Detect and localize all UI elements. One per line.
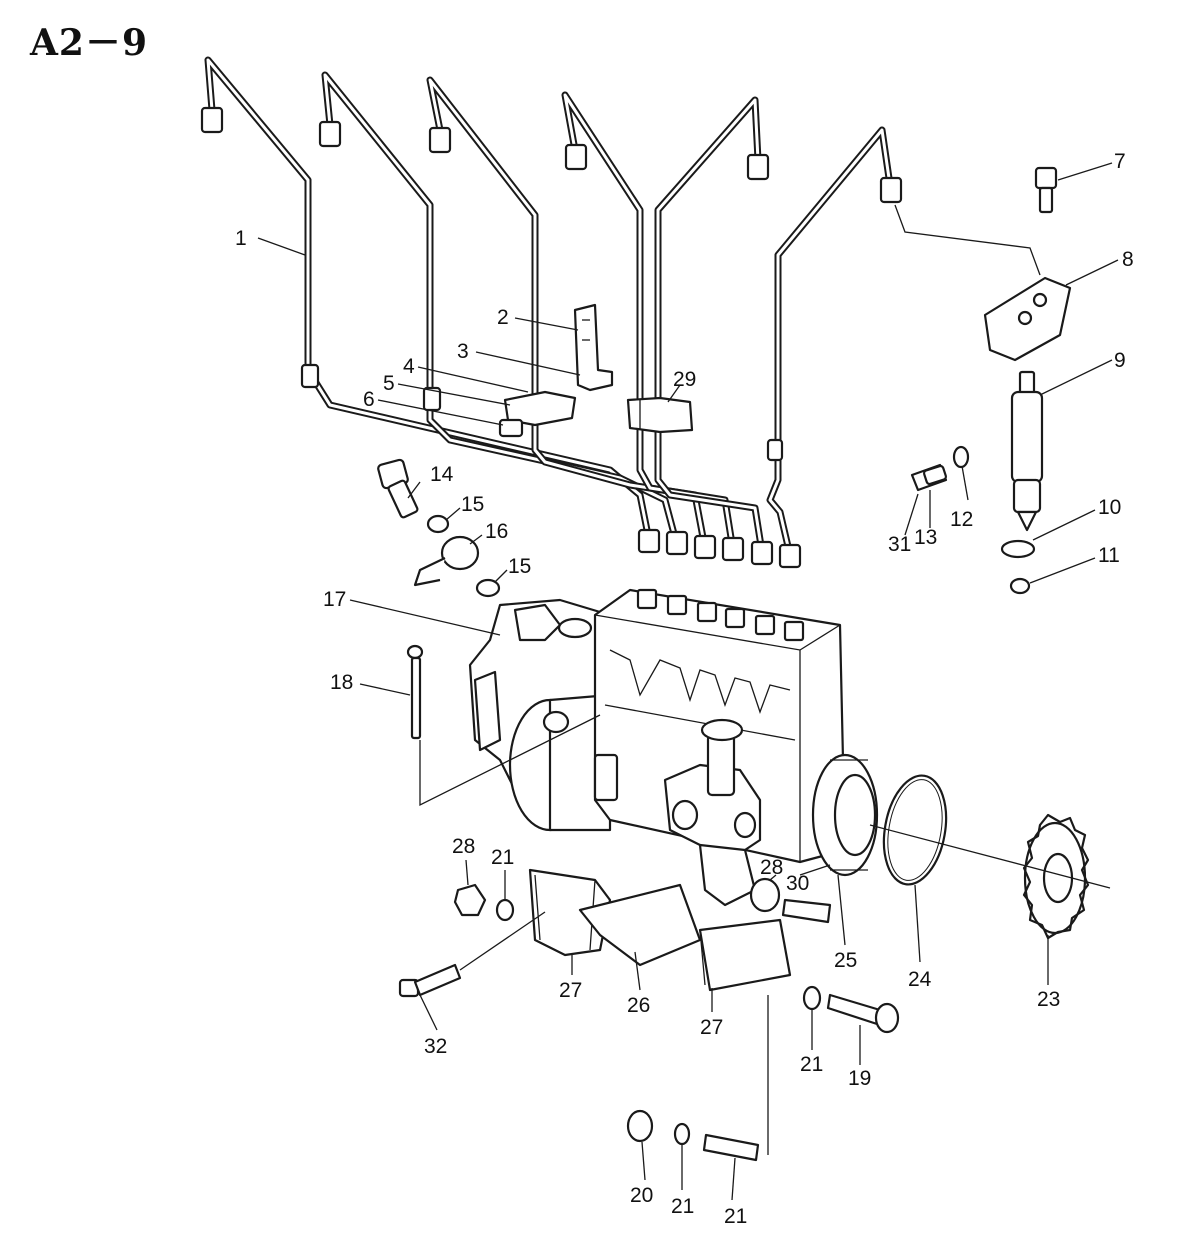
callout-17: 17 bbox=[323, 588, 346, 611]
callout-10: 10 bbox=[1098, 496, 1121, 519]
callout-32: 32 bbox=[424, 1035, 447, 1058]
callout-21b: 21 bbox=[800, 1053, 823, 1076]
callout-23: 23 bbox=[1037, 988, 1060, 1011]
callout-31: 31 bbox=[888, 533, 911, 556]
banjo-connection bbox=[377, 458, 501, 598]
callout-21c: 21 bbox=[671, 1195, 694, 1218]
callout-14: 14 bbox=[430, 463, 454, 486]
callout-2: 2 bbox=[497, 306, 509, 329]
callout-28a: 28 bbox=[452, 835, 475, 858]
callout-18: 18 bbox=[330, 671, 353, 694]
callout-19: 19 bbox=[848, 1067, 871, 1090]
callout-3: 3 bbox=[457, 340, 469, 363]
callout-15a: 15 bbox=[461, 493, 484, 516]
callout-28b: 28 bbox=[760, 856, 783, 879]
callout-9: 9 bbox=[1114, 349, 1126, 372]
callout-27b: 27 bbox=[700, 1016, 723, 1039]
callout-25: 25 bbox=[834, 949, 857, 972]
callout-15b: 15 bbox=[508, 555, 531, 578]
injection-pump bbox=[468, 588, 879, 907]
callout-29: 29 bbox=[673, 368, 696, 391]
callout-16: 16 bbox=[485, 520, 508, 543]
callout-12: 12 bbox=[950, 508, 973, 531]
callout-5: 5 bbox=[383, 372, 395, 395]
callout-6: 6 bbox=[363, 388, 375, 411]
leader-lines bbox=[257, 162, 1119, 1201]
callout-13: 13 bbox=[914, 526, 937, 549]
callout-7: 7 bbox=[1114, 150, 1126, 173]
drive-gear bbox=[1022, 813, 1090, 940]
callout-27a: 27 bbox=[559, 979, 582, 1002]
callout-8: 8 bbox=[1122, 248, 1134, 271]
callout-11: 11 bbox=[1098, 544, 1120, 567]
injector-assembly bbox=[894, 166, 1072, 595]
callout-4: 4 bbox=[403, 355, 415, 378]
callout-24: 24 bbox=[908, 968, 932, 991]
pipe-clamps bbox=[498, 303, 694, 438]
callout-20: 20 bbox=[630, 1184, 653, 1207]
stud-rod bbox=[406, 644, 601, 807]
callout-30: 30 bbox=[786, 872, 809, 895]
callout-26: 26 bbox=[627, 994, 650, 1017]
fuel-pipes bbox=[200, 56, 903, 569]
callout-1: 1 bbox=[235, 227, 247, 250]
mounting-brackets bbox=[398, 774, 1111, 1162]
callout-labels: 1 2 3 4 5 6 7 8 9 10 11 12 13 14 15 15 1… bbox=[235, 150, 1134, 1228]
callout-21d: 21 bbox=[724, 1205, 747, 1228]
diagram-title: A2－9 bbox=[30, 22, 149, 64]
callout-21a: 21 bbox=[491, 846, 514, 869]
